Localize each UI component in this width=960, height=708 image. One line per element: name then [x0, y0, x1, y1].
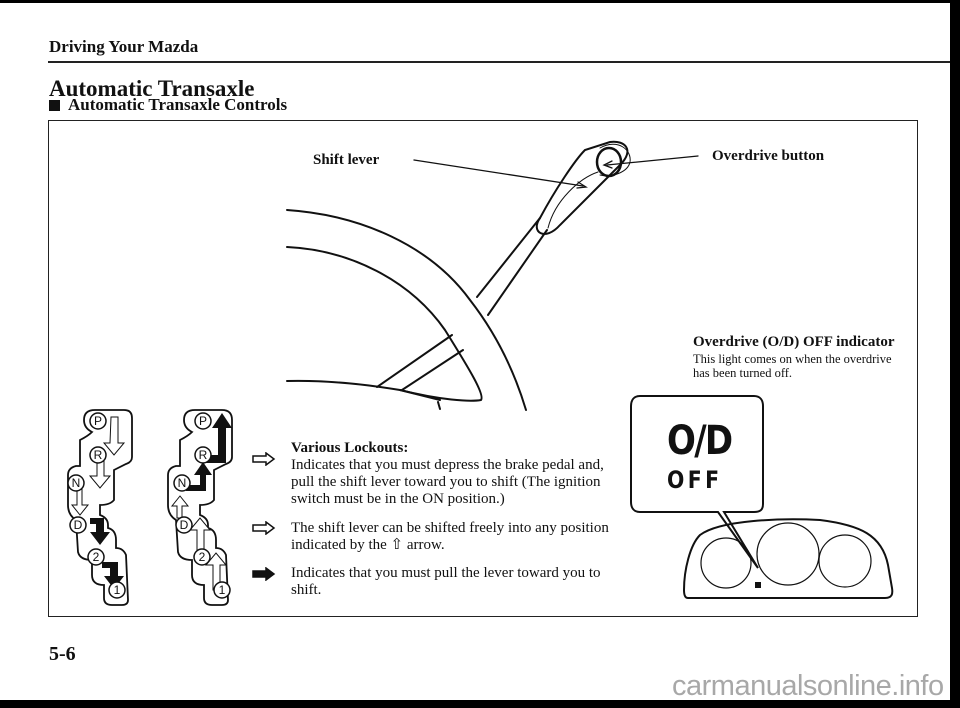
gear-label: D: [74, 518, 83, 532]
steering-wheel-stub: [437, 401, 441, 410]
gear-p-left: [89, 412, 107, 430]
square-bullet-icon: [49, 99, 60, 111]
gear-label: 2: [93, 550, 100, 564]
gear-diagram-downshift: [67, 409, 133, 606]
overdrive-button-shape: [595, 146, 623, 178]
scan-border-right: [950, 0, 960, 708]
scan-border-top: [0, 0, 960, 3]
legend-line: shift.: [291, 582, 322, 598]
steering-wheel-rim-outer: [286, 209, 527, 411]
legend-line: switch must be in the ON position.): [291, 491, 505, 507]
subsection-title: Automatic Transaxle Controls: [49, 95, 287, 115]
gear-n-left: [67, 474, 85, 492]
gear-r-right: [194, 446, 212, 464]
shift-lever-head: [535, 140, 629, 235]
gear-n-right: [173, 474, 191, 492]
running-head: Driving Your Mazda: [49, 37, 199, 56]
legend-lockouts-title: Various Lockouts:: [291, 440, 409, 456]
overdrive-button-label: Overdrive button: [712, 148, 825, 164]
steering-wheel-rim-inner: [286, 246, 483, 402]
gear-2-left: [87, 548, 105, 566]
steering-wheel-spoke: [376, 334, 464, 391]
outline-arrow-icon: [252, 521, 276, 535]
gear-label: P: [199, 414, 207, 428]
legend-item-pull-lever: Indicates that you must pull the lever t…: [291, 565, 601, 599]
legend-line: indicated by the ⇧ arrow.: [291, 537, 445, 553]
instrument-cluster: [682, 518, 894, 599]
gear-d-right: [175, 516, 193, 534]
gear-diagram-upshift: [167, 409, 233, 606]
gear-r-left: [89, 446, 107, 464]
gear-d-left: [69, 516, 87, 534]
shift-lever-leader: [413, 159, 584, 187]
od-indicator-title: Overdrive (O/D) OFF indicator: [693, 334, 895, 350]
legend-line: The shift lever can be shifted freely in…: [291, 520, 609, 536]
overdrive-button-leader: [606, 155, 699, 166]
section-title: Automatic Transaxle: [49, 76, 255, 101]
od-indicator-desc-line2: has been turned off.: [693, 366, 793, 380]
outline-arrow-p-r: [102, 416, 126, 456]
gear-label: P: [94, 414, 102, 428]
outline-arrow-n-d: [70, 486, 90, 516]
gear-label: N: [178, 476, 187, 490]
page-number: 5-6: [49, 643, 76, 665]
gear-label: N: [72, 476, 81, 490]
legend-item-lockouts: Various Lockouts: Indicates that you mus…: [291, 440, 604, 508]
gear-p-right: [194, 412, 212, 430]
header-rule: [48, 61, 950, 63]
od-indicator-desc-line1: This light comes on when the overdrive: [693, 352, 892, 366]
outline-arrow-icon: [252, 452, 276, 466]
steering-wheel-hub: [286, 379, 441, 401]
solid-arrow-d-2: [90, 518, 110, 545]
solid-arrow-n-r: [186, 462, 212, 491]
gear-label: 1: [114, 583, 121, 597]
od-display-line2: OFF: [667, 466, 723, 494]
gear-label: 2: [199, 550, 206, 564]
gear-1-left: [108, 581, 126, 599]
gear-label: 1: [219, 583, 226, 597]
legend-line: Indicates that you must pull the lever t…: [291, 565, 601, 581]
od-display-line1: O/D: [667, 418, 733, 464]
outline-arrow-r-n: [88, 459, 112, 489]
solid-arrow-icon: [252, 567, 276, 581]
gear-label: R: [199, 448, 208, 462]
gear-label: R: [94, 448, 103, 462]
gear-label: D: [180, 518, 189, 532]
legend-item-free-shift: The shift lever can be shifted freely in…: [291, 520, 609, 554]
legend-line: pull the shift lever toward you to shift…: [291, 474, 601, 490]
od-indicator-lamp: [755, 582, 761, 588]
shift-lever-shaft: [476, 217, 548, 316]
watermark: carmanualsonline.info: [672, 670, 944, 702]
illustration-frame: [48, 120, 918, 617]
gear-1-right: [213, 581, 231, 599]
shift-lever-label: Shift lever: [313, 152, 380, 168]
gear-2-right: [193, 548, 211, 566]
scan-border-bottom: [0, 700, 960, 708]
outline-arrow-d-n: [170, 495, 190, 519]
solid-arrow-r-p: [200, 413, 232, 463]
od-callout-bubble: [630, 395, 764, 569]
legend-line: Indicates that you must depress the brak…: [291, 457, 604, 473]
subsection-title-text: Automatic Transaxle Controls: [68, 95, 288, 114]
